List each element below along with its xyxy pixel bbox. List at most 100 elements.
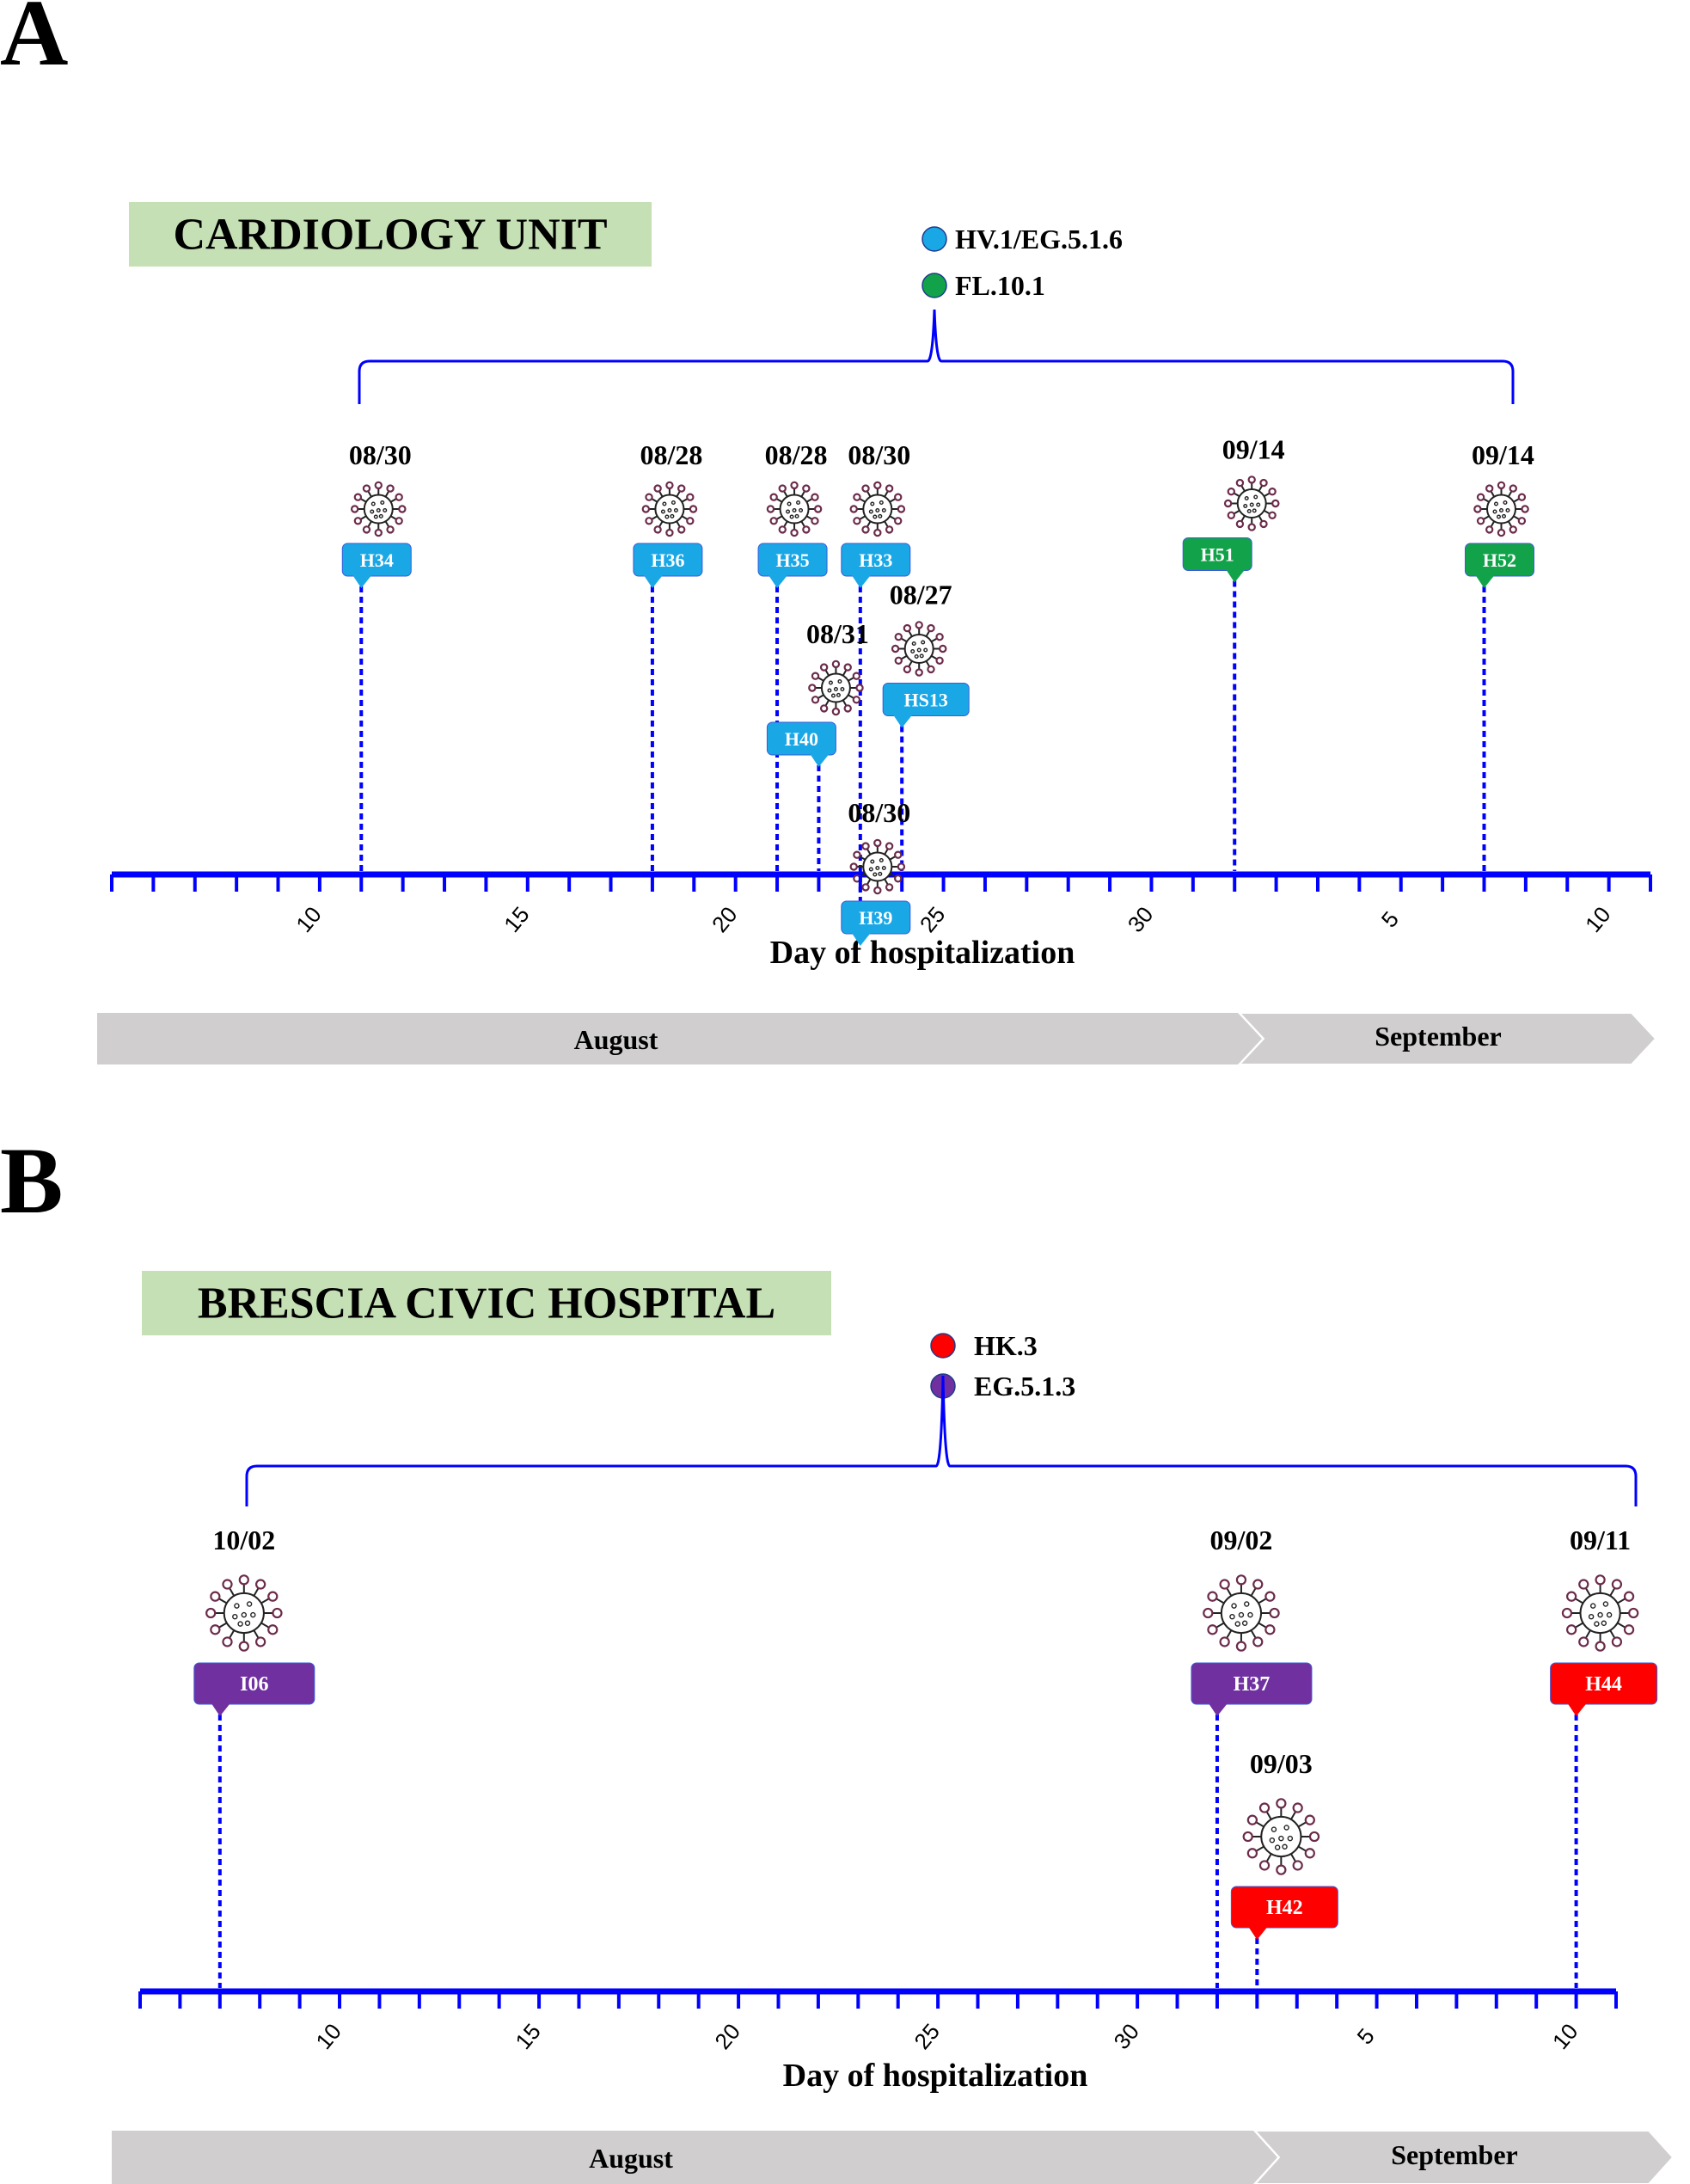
event-badge bbox=[1464, 543, 1534, 577]
virus-spike-tip bbox=[665, 528, 674, 537]
virus-spike-tip bbox=[1259, 519, 1268, 529]
event-date: 08/27 bbox=[890, 580, 952, 610]
virus-dot bbox=[1244, 1601, 1250, 1607]
month-bar-september bbox=[1252, 2130, 1675, 2184]
virus-spike-tip bbox=[769, 493, 778, 501]
virus-dot bbox=[1503, 500, 1508, 506]
virus-dot bbox=[1588, 1613, 1595, 1620]
event-date: 08/30 bbox=[848, 797, 910, 828]
virus-dot bbox=[1493, 501, 1498, 506]
panel-title: BRESCIA CIVIC HOSPITAL bbox=[198, 1279, 775, 1328]
event-date: 09/11 bbox=[1570, 1525, 1631, 1555]
event-badge-pointer bbox=[352, 575, 372, 588]
virus-spike-tip bbox=[205, 1607, 217, 1619]
panel-title: CARDIOLOGY UNIT bbox=[173, 211, 607, 260]
virus-dot bbox=[1282, 1844, 1288, 1850]
virus-spike-tip bbox=[1611, 1579, 1623, 1590]
virus-spike-tip bbox=[1304, 1848, 1315, 1859]
event-badge-pointer bbox=[1226, 569, 1246, 583]
virus-spike-tip bbox=[1258, 1802, 1271, 1813]
virus-spike-tip bbox=[210, 1591, 221, 1602]
virus-dot bbox=[250, 1611, 256, 1618]
virus-dot bbox=[916, 647, 922, 653]
event-badge bbox=[841, 900, 911, 935]
virus-spike-tip bbox=[1268, 488, 1277, 496]
virus-spike-tip bbox=[1276, 1798, 1287, 1809]
virus-spike-tip bbox=[686, 517, 695, 525]
virus-icon bbox=[205, 1574, 283, 1652]
virus-spike-tip bbox=[1271, 499, 1280, 508]
event-badge-pointer bbox=[1567, 1703, 1587, 1716]
virus-dot bbox=[667, 508, 672, 513]
virus-spike-tip bbox=[873, 528, 882, 537]
virus-dot bbox=[380, 500, 385, 506]
virus-dot bbox=[1269, 1837, 1276, 1844]
legend-label: FL.10.1 bbox=[955, 270, 1045, 301]
virus-spike-tip bbox=[374, 528, 383, 537]
virus-dot bbox=[370, 509, 375, 514]
virus-spike-tip bbox=[778, 525, 787, 534]
virus-spike-tip bbox=[1227, 511, 1236, 520]
virus-spike-tip bbox=[1258, 1860, 1271, 1871]
virus-spike-tip bbox=[849, 862, 858, 871]
virus-spike-tip bbox=[210, 1624, 221, 1635]
virus-spike-tip bbox=[1509, 484, 1517, 493]
event-date: 09/14 bbox=[1472, 439, 1534, 470]
virus-spike-tip bbox=[811, 517, 819, 525]
virus-spike-tip bbox=[1517, 517, 1527, 525]
month-label: September bbox=[1375, 1021, 1502, 1052]
virus-spike-tip bbox=[267, 1624, 279, 1635]
virus-dot bbox=[787, 501, 792, 506]
virus-dot bbox=[1271, 1826, 1277, 1832]
virus-spike-tip bbox=[222, 1579, 233, 1590]
virus-dot bbox=[1246, 509, 1252, 514]
virus-spike-tip bbox=[852, 672, 861, 680]
virus-spike-tip bbox=[689, 505, 698, 513]
virus-dot bbox=[1283, 1825, 1289, 1831]
virus-dot bbox=[910, 649, 915, 654]
virus-spike-tip bbox=[849, 505, 858, 513]
month-label: August bbox=[589, 2143, 673, 2174]
virus-dot bbox=[923, 647, 928, 653]
virus-dot bbox=[241, 1611, 248, 1618]
virus-dot bbox=[873, 872, 878, 877]
x-tick-label: 20 bbox=[707, 901, 743, 936]
virus-spike-tip bbox=[1207, 1591, 1218, 1602]
virus-spike-tip bbox=[927, 665, 935, 674]
virus-spike-tip bbox=[1497, 481, 1506, 490]
month-bar-august bbox=[112, 2131, 1277, 2184]
virus-spike-tip bbox=[1565, 1624, 1577, 1635]
virus-spike-tip bbox=[677, 484, 686, 493]
virus-spike-tip bbox=[1595, 1641, 1606, 1652]
virus-dot bbox=[836, 692, 841, 697]
virus-spike-tip bbox=[897, 505, 906, 513]
virus-spike-tip bbox=[362, 484, 371, 493]
virus-icon bbox=[849, 481, 906, 537]
virus-spike-tip bbox=[1268, 511, 1277, 520]
virus-spike-tip bbox=[254, 1636, 266, 1647]
x-tick-label: 5 bbox=[1352, 2023, 1380, 2049]
event-id: I06 bbox=[240, 1673, 268, 1696]
virus-dot bbox=[1606, 1611, 1613, 1618]
virus-icon bbox=[1473, 481, 1529, 537]
virus-dot bbox=[1492, 509, 1497, 514]
virus-spike-tip bbox=[885, 484, 894, 493]
virus-spike-tip bbox=[831, 707, 841, 716]
virus-dot bbox=[237, 1621, 243, 1627]
virus-dot bbox=[1244, 496, 1249, 501]
virus-spike-tip bbox=[873, 886, 882, 895]
virus-spike-tip bbox=[350, 505, 359, 513]
event-badge-pointer bbox=[768, 575, 788, 588]
virus-spike-tip bbox=[1252, 1636, 1264, 1647]
virus-dot bbox=[373, 514, 378, 519]
virus-dot bbox=[828, 680, 833, 685]
virus-icon bbox=[1223, 475, 1280, 531]
virus-spike-tip bbox=[903, 623, 912, 633]
virus-spike-tip bbox=[1578, 1636, 1589, 1647]
virus-dot bbox=[1496, 514, 1501, 519]
virus-dot bbox=[1241, 1620, 1248, 1626]
virus-spike-tip bbox=[686, 493, 695, 501]
